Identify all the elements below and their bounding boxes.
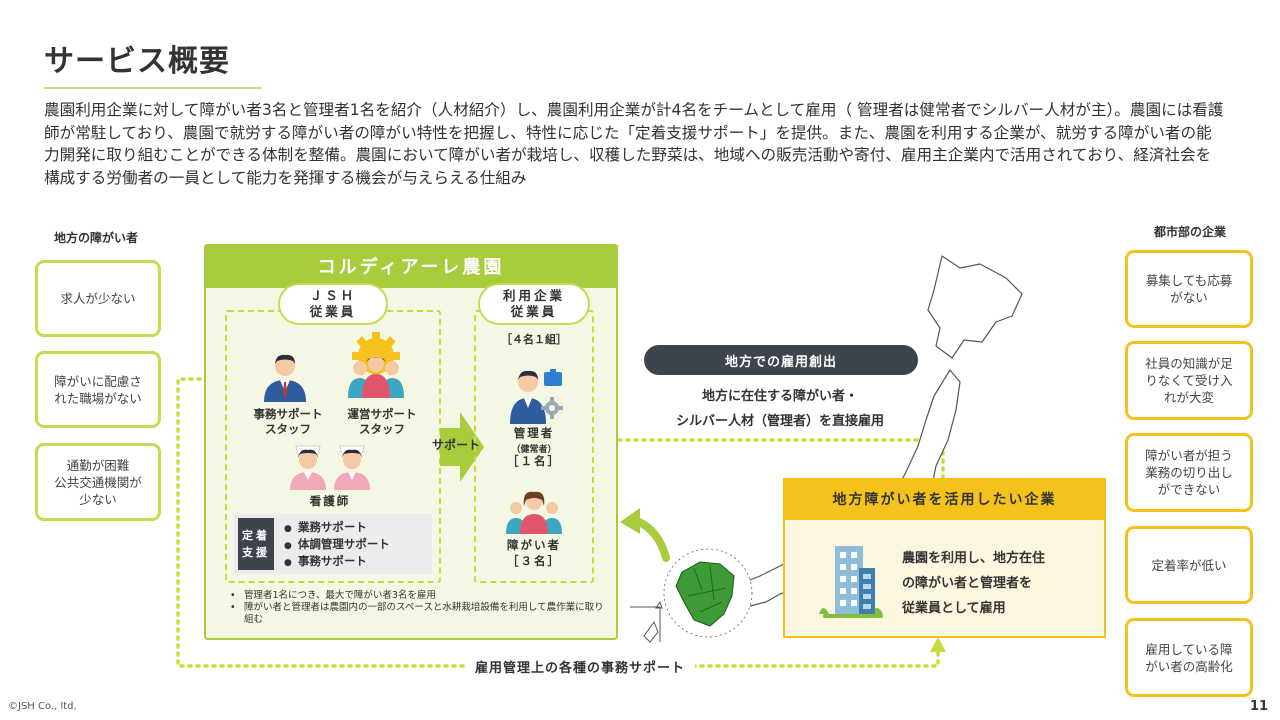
left-issue-1: 求人が少ない xyxy=(35,260,161,337)
farm-note: 管理者1名につき、最大で障がい者3名を雇用 xyxy=(230,590,610,602)
support-arrow-label: サポート xyxy=(431,438,480,452)
retention-item: 業務サポート xyxy=(284,520,390,537)
retention-item: 体調管理サポート xyxy=(284,537,390,554)
office-staff-icon xyxy=(264,354,306,402)
nurse-label: 看護師 xyxy=(309,494,351,508)
ops-staff-icon xyxy=(348,332,404,398)
manager-note: （健常者） xyxy=(511,445,557,455)
manager-title: 管理者 xyxy=(513,426,555,440)
right-issue-3: 障がい者が担う 業務の切り出し ができない xyxy=(1125,433,1253,512)
manager-icon xyxy=(510,369,563,424)
local-company-text: 農園を利用し、地方在住 の障がい者と管理者を 従業員として雇用 xyxy=(902,551,1046,616)
retention-item: 事務サポート xyxy=(284,554,390,571)
farm-notes: 管理者1名につき、最大で障がい者3名を雇用 障がい者と管理者は農園内の一部のスペ… xyxy=(230,590,610,626)
right-column-heading: 都市部の企業 xyxy=(1153,225,1226,239)
jsh-staff-pill: ＪＳＨ 従業員 xyxy=(278,283,388,325)
farm-note: 障がい者と管理者は農園内の一部のスペースと水耕栽培設備を利用して農作業に取り組む xyxy=(230,602,610,626)
left-issue-3: 通勤が困難 公共交通機関が 少ない xyxy=(35,443,161,521)
right-issue-1: 募集しても応募 がない xyxy=(1125,250,1253,328)
ops-staff-label: 運営サポート スタッフ xyxy=(347,407,417,436)
right-issue-4: 定着率が低い xyxy=(1125,526,1253,604)
nurse-icon xyxy=(290,445,370,490)
left-column-heading: 地方の障がい者 xyxy=(53,231,138,245)
farm-title: コルディアーレ農園 xyxy=(204,244,618,288)
building-icon xyxy=(819,546,883,618)
copyright: ©JSH Co., ltd. xyxy=(8,701,77,712)
company-staff-pill: 利用企業 従業員 xyxy=(478,283,590,325)
disabled-count: ［３名］ xyxy=(507,554,561,568)
intro-paragraph: 農園利用企業に対して障がい者3名と管理者1名を紹介（人材紹介）し、農園利用企業が… xyxy=(44,101,1224,187)
page-title: サービス概要 xyxy=(44,44,230,79)
direct-employment-text: 地方に在住する障がい者・ シルバー人材（管理者）を直接雇用 xyxy=(675,389,884,429)
left-issue-2: 障がいに配慮さ れた職場がない xyxy=(35,351,161,428)
local-employment-pill: 地方での雇用創出 xyxy=(644,345,918,375)
curved-arrow-icon xyxy=(620,508,670,562)
local-company-title: 地方障がい者を活用したい企業 xyxy=(783,478,1106,520)
retention-support-tag: 定着 支援 xyxy=(238,518,274,570)
title-underline xyxy=(44,87,262,89)
manager-count: ［１名］ xyxy=(507,454,561,468)
disabled-title: 障がい者 xyxy=(507,538,561,552)
page-number: 11 xyxy=(1250,699,1269,714)
admin-support-label: 雇用管理上の各種の事務サポート xyxy=(465,657,696,676)
group-label: ［４名１組］ xyxy=(501,333,567,346)
right-issue-2: 社員の知識が足 りなくて受け入 れが大変 xyxy=(1125,341,1253,420)
retention-support-list: 業務サポート 体調管理サポート 事務サポート xyxy=(284,520,390,571)
right-issue-5: 雇用している障 がい者の高齢化 xyxy=(1125,618,1253,697)
support-arrow-icon xyxy=(440,412,484,482)
office-staff-label: 事務サポート スタッフ xyxy=(253,407,323,436)
disabled-worker-icon xyxy=(506,491,562,534)
manager-note-wrap: （健常者） xyxy=(484,441,584,458)
